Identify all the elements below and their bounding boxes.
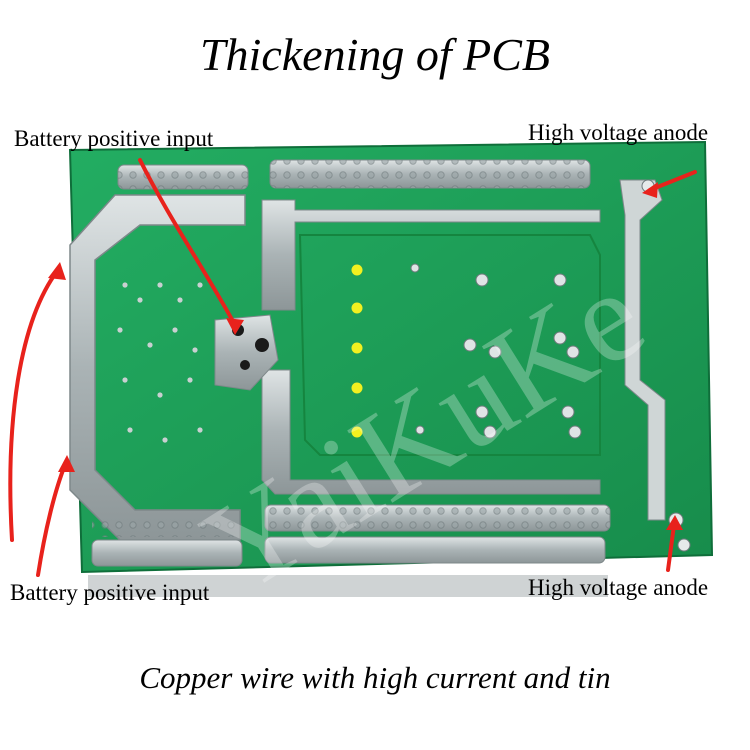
led-pad — [351, 426, 363, 438]
caption: Copper wire with high current and tin — [139, 660, 611, 695]
center-lower-trace — [261, 369, 601, 495]
hv-pad-bottom-2 — [677, 538, 691, 552]
led-pad — [351, 264, 363, 276]
arrow-heads — [48, 182, 683, 530]
led-pad — [351, 302, 363, 314]
inner-region — [298, 234, 601, 456]
label-high-voltage-top: High voltage anode — [528, 120, 709, 145]
arrow-hv-bottom — [666, 523, 676, 572]
led-pad — [351, 382, 363, 394]
label-battery-positive-bottom: Battery positive input — [10, 580, 210, 605]
led-pad — [351, 342, 363, 354]
arrow-left-loop — [8, 268, 60, 542]
bottom-left-busbar — [91, 539, 243, 567]
screw-hole — [240, 360, 250, 370]
arrow-battery-bottom — [36, 463, 67, 577]
page-title: Thickening of PCB — [199, 29, 551, 80]
center-upper-trace — [261, 199, 601, 311]
left-power-trace — [69, 194, 246, 541]
bottom-busbar-lower — [264, 536, 606, 564]
arrow-battery-top-to-center — [138, 158, 237, 327]
annotation-arrows — [8, 158, 697, 577]
battery-input-pad — [214, 314, 279, 391]
label-battery-positive-top: Battery positive input — [14, 126, 214, 151]
screw-hole — [255, 338, 269, 352]
high-voltage-trace — [619, 179, 666, 521]
heatsink-edge — [88, 575, 608, 597]
led-pads — [351, 264, 363, 438]
component-holes — [117, 282, 203, 443]
label-high-voltage-bottom: High voltage anode — [528, 575, 709, 600]
transistor-pads — [410, 263, 582, 439]
